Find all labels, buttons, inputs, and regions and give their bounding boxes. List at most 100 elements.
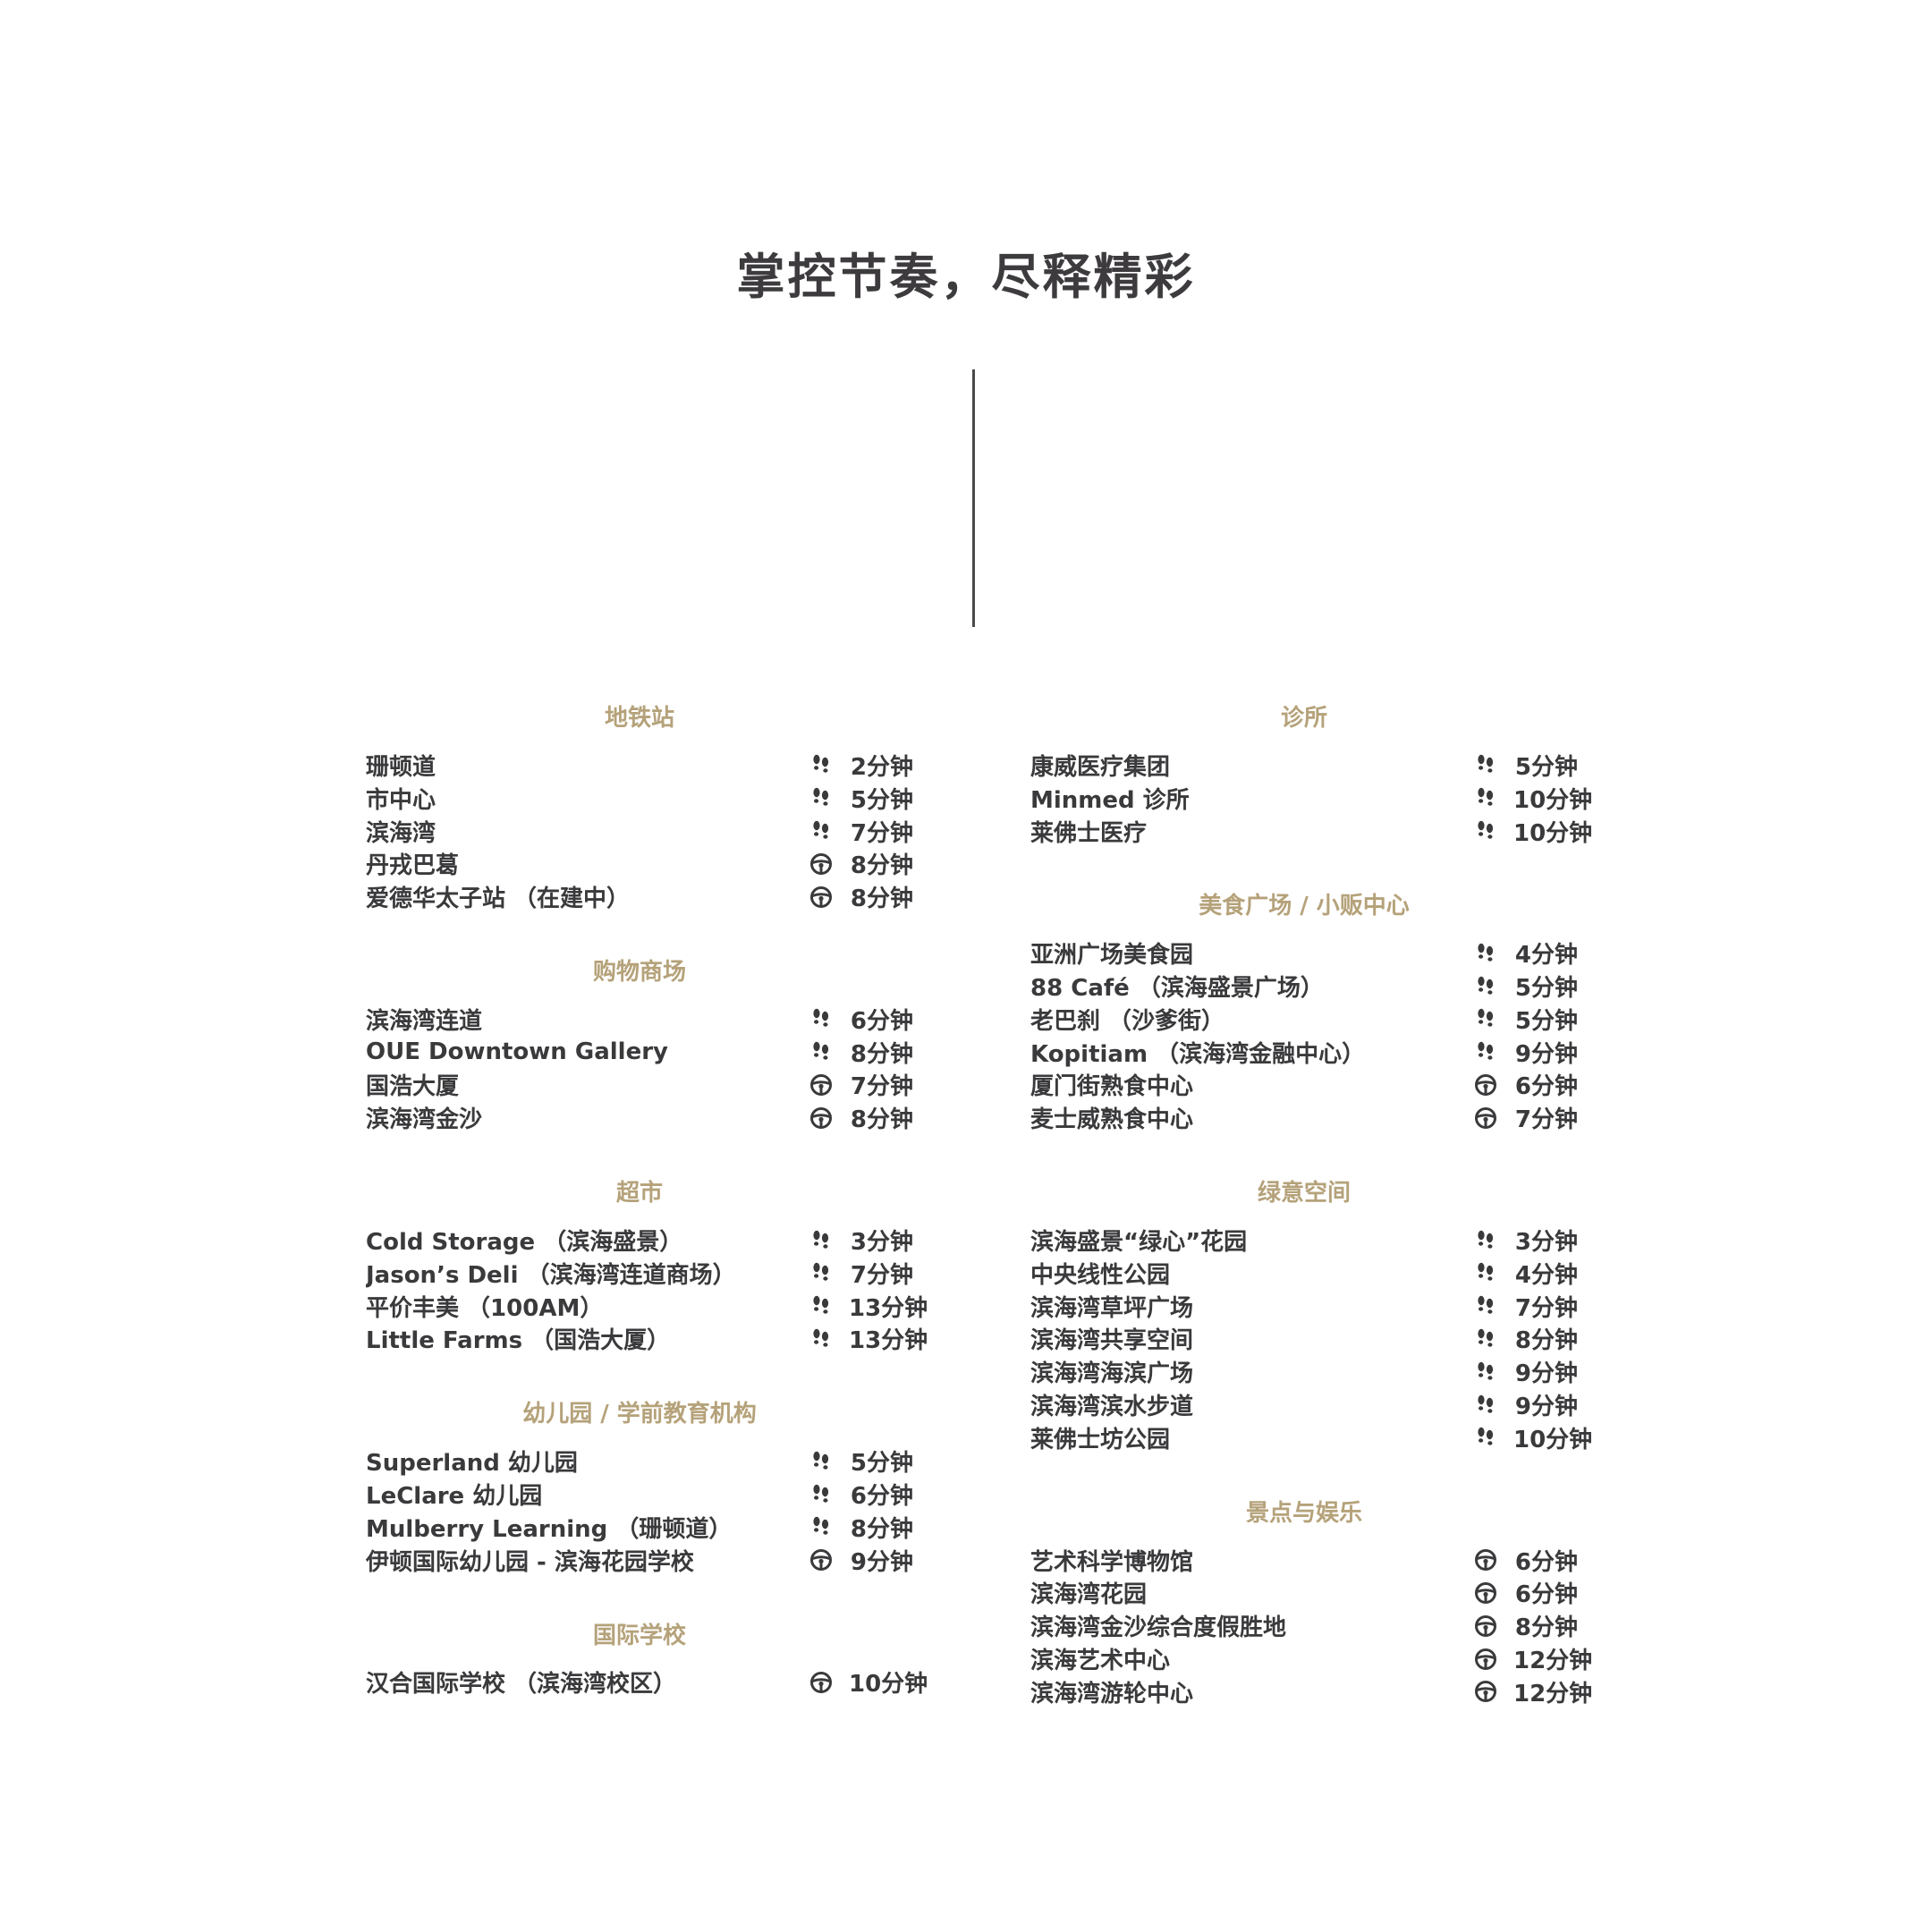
place-name: 珊顿道 <box>366 753 436 781</box>
steering-wheel-icon <box>1472 1613 1499 1640</box>
travel-time: 5分钟 <box>1514 753 1578 781</box>
place-name: 市中心 <box>366 786 436 814</box>
footprints-icon <box>808 1513 835 1540</box>
travel-time: 7分钟 <box>1514 1106 1578 1134</box>
place-name: OUE Downtown Gallery <box>366 1038 668 1066</box>
list-item: 莱佛士坊公园 10分钟 <box>1030 1421 1593 1454</box>
footprints-icon <box>808 751 835 778</box>
travel-time: 5分钟 <box>1514 1007 1578 1035</box>
place-name: 滨海湾 <box>366 819 436 847</box>
footprints-icon <box>1472 1292 1499 1319</box>
list-item: 老巴刹 （沙爹街） 5分钟 <box>1030 1003 1578 1036</box>
list-item: 中央线性公园 4分钟 <box>1030 1257 1578 1290</box>
travel-time: 6分钟 <box>1514 1548 1578 1576</box>
footprints-icon <box>808 1227 835 1254</box>
section-title: 景点与娱乐 <box>1245 1499 1362 1527</box>
travel-time: 8分钟 <box>850 1040 913 1068</box>
travel-time: 4分钟 <box>1514 1261 1578 1289</box>
travel-time: 5分钟 <box>1514 975 1578 1003</box>
travel-time: 5分钟 <box>850 786 913 814</box>
travel-time: 10分钟 <box>1513 786 1593 814</box>
place-name: 滨海湾滨水步道 <box>1030 1394 1194 1421</box>
place-name: Superland 幼儿园 <box>366 1450 578 1478</box>
place-name: 爱德华太子站 （在建中） <box>366 886 631 913</box>
list-item: Cold Storage （滨海盛景）3分钟 <box>366 1224 913 1257</box>
travel-time: 3分钟 <box>1514 1229 1578 1257</box>
footprints-icon <box>1472 1359 1499 1385</box>
footprints-icon <box>1472 1259 1499 1286</box>
travel-time: 9分钟 <box>1514 1040 1578 1068</box>
place-name: Kopitiam （滨海湾金融中心） <box>1030 1040 1366 1068</box>
footprints-icon <box>808 1259 835 1286</box>
travel-time: 10分钟 <box>1513 1426 1593 1453</box>
footprints-icon <box>808 1326 835 1352</box>
place-name: 老巴刹 （沙爹街） <box>1030 1007 1225 1035</box>
steering-wheel-icon <box>808 1546 835 1573</box>
footprints-icon <box>1472 784 1499 811</box>
travel-time: 8分钟 <box>850 886 913 913</box>
travel-time: 6分钟 <box>1514 1073 1578 1101</box>
place-name: 麦士威熟食中心 <box>1030 1106 1194 1134</box>
list-item: Little Farms （国浩大厦）13分钟 <box>366 1323 928 1356</box>
place-name: 滨海艺术中心 <box>1030 1648 1171 1675</box>
list-item: 平价丰美 （100AM）13分钟 <box>366 1290 928 1323</box>
section: 国际学校汉合国际学校 （滨海湾校区）10分钟 <box>366 1620 928 1699</box>
footprints-icon <box>1472 1424 1499 1451</box>
steering-wheel-icon <box>1472 1105 1499 1131</box>
travel-time: 7分钟 <box>1514 1294 1578 1322</box>
place-name: 丹戎巴葛 <box>366 852 460 880</box>
list-item: 滨海湾滨水步道 9分钟 <box>1030 1388 1578 1421</box>
travel-time: 7分钟 <box>850 1261 913 1289</box>
place-name: 中央线性公园 <box>1030 1261 1171 1289</box>
travel-time: 7分钟 <box>850 1073 913 1101</box>
steering-wheel-icon <box>1472 1646 1499 1673</box>
footprints-icon <box>808 784 835 811</box>
travel-time: 4分钟 <box>1514 942 1578 970</box>
footprints-icon <box>808 1005 835 1032</box>
list-item: 麦士威熟食中心 7分钟 <box>1030 1101 1578 1134</box>
place-name: 康威医疗集团 <box>1030 753 1171 781</box>
place-name: LeClare 幼儿园 <box>366 1483 543 1511</box>
travel-time: 8分钟 <box>850 1515 913 1543</box>
place-name: 厦门街熟食中心 <box>1030 1073 1194 1101</box>
steering-wheel-icon <box>808 1072 835 1098</box>
list-item: Jason’s Deli （滨海湾连道商场） 7分钟 <box>366 1257 913 1290</box>
travel-time: 9分钟 <box>1514 1394 1578 1421</box>
section-title: 购物商场 <box>592 958 686 986</box>
list-item: Kopitiam （滨海湾金融中心） 9分钟 <box>1030 1036 1578 1069</box>
list-item: 厦门街熟食中心 6分钟 <box>1030 1069 1578 1102</box>
place-name: Mulberry Learning （珊顿道） <box>366 1515 733 1543</box>
footprints-icon <box>1472 973 1499 1000</box>
steering-wheel-icon <box>1472 1580 1499 1606</box>
footprints-icon <box>1472 1227 1499 1254</box>
place-name: 汉合国际学校 （滨海湾校区） <box>366 1671 677 1699</box>
steering-wheel-icon <box>808 1669 835 1696</box>
place-name: 平价丰美 （100AM） <box>366 1294 604 1322</box>
travel-time: 3分钟 <box>850 1229 913 1257</box>
steering-wheel-icon <box>1472 1546 1499 1573</box>
travel-time: 6分钟 <box>1514 1581 1578 1609</box>
section-title: 绿意空间 <box>1257 1180 1351 1208</box>
place-name: Jason’s Deli （滨海湾连道商场） <box>366 1261 736 1289</box>
place-name: 莱佛士坊公园 <box>1030 1426 1171 1453</box>
place-name: 滨海湾金沙综合度假胜地 <box>1030 1614 1287 1642</box>
